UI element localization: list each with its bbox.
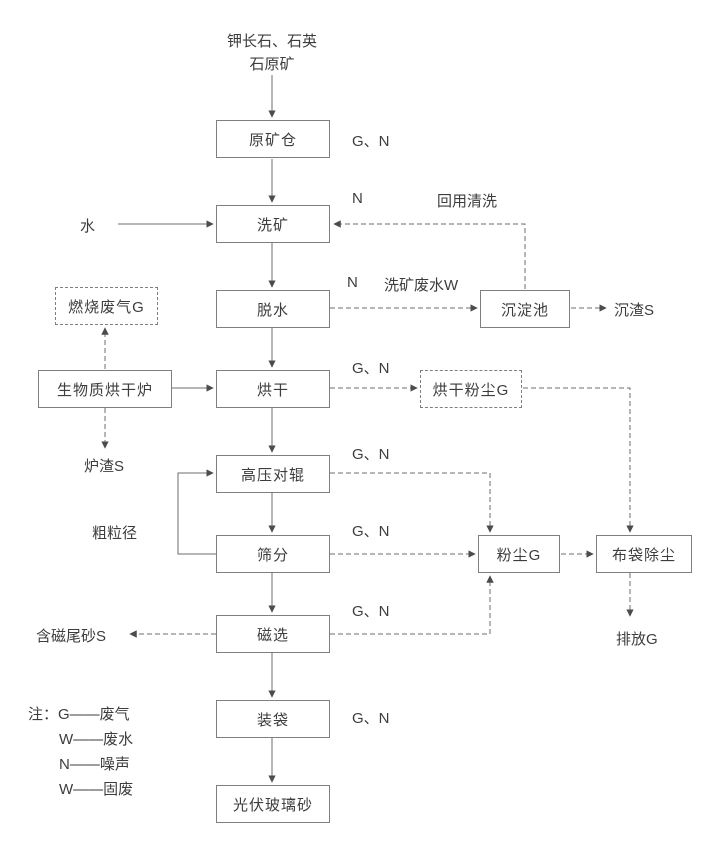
node-dewatering: 脱水 xyxy=(216,290,330,328)
legend-line-noise: N——噪声 xyxy=(59,756,130,773)
legend-line-wastewater: W——废水 xyxy=(59,731,134,748)
label-gn-screening: G、N xyxy=(352,523,390,540)
node-washing: 洗矿 xyxy=(216,205,330,243)
node-screening: 筛分 xyxy=(216,535,330,573)
node-bag-filter: 布袋除尘 xyxy=(596,535,692,573)
node-product: 光伏玻璃砂 xyxy=(216,785,330,823)
node-biomass-furnace: 生物质烘干炉 xyxy=(38,370,172,408)
label-furnace-slag: 炉渣S xyxy=(84,458,125,475)
source-material-line1: 钾长石、石英 xyxy=(226,33,317,50)
legend-line-solid-waste: W——固废 xyxy=(59,781,134,798)
label-n-washing: N xyxy=(352,190,363,207)
label-sediment: 沉渣S xyxy=(614,302,655,319)
label-gn-roller: G、N xyxy=(352,446,390,463)
source-material-line2: 石原矿 xyxy=(249,56,295,73)
label-gn-raw-ore-bin: G、N xyxy=(352,133,390,150)
node-drying-dust: 烘干粉尘G xyxy=(420,370,522,408)
label-gn-drying: G、N xyxy=(352,360,390,377)
label-gn-magnetic: G、N xyxy=(352,603,390,620)
label-reuse-washing: 回用清洗 xyxy=(437,193,498,210)
label-washing-wastewater: 洗矿废水W xyxy=(384,277,459,294)
label-water-input: 水 xyxy=(80,218,96,235)
node-raw-ore-bin: 原矿仓 xyxy=(216,120,330,158)
arrow-coarse-recycle-loop xyxy=(177,469,216,555)
node-sedimentation-tank: 沉淀池 xyxy=(480,290,570,328)
source-material-label: 钾长石、石英 石原矿 xyxy=(172,30,372,76)
label-magnetic-tailings: 含磁尾砂S xyxy=(36,628,107,645)
node-bagging: 装袋 xyxy=(216,700,330,738)
node-combustion-exhaust: 燃烧废气G xyxy=(55,287,158,325)
node-drying: 烘干 xyxy=(216,370,330,408)
arrow-drying-dust-to-bag-filter xyxy=(523,387,634,533)
label-gn-bagging: G、N xyxy=(352,710,390,727)
legend-line-gas: 注：G——废气 xyxy=(28,706,130,723)
label-coarse-particle: 粗粒径 xyxy=(92,525,138,542)
label-emission: 排放G xyxy=(616,631,658,648)
legend-note: 注：G——废气 W——废水 N——噪声 W——固废 xyxy=(28,702,133,802)
node-magnetic-separation: 磁选 xyxy=(216,615,330,653)
node-dust: 粉尘G xyxy=(478,535,560,573)
label-n-dewatering: N xyxy=(347,274,358,291)
node-high-pressure-roller: 高压对辊 xyxy=(216,455,330,493)
